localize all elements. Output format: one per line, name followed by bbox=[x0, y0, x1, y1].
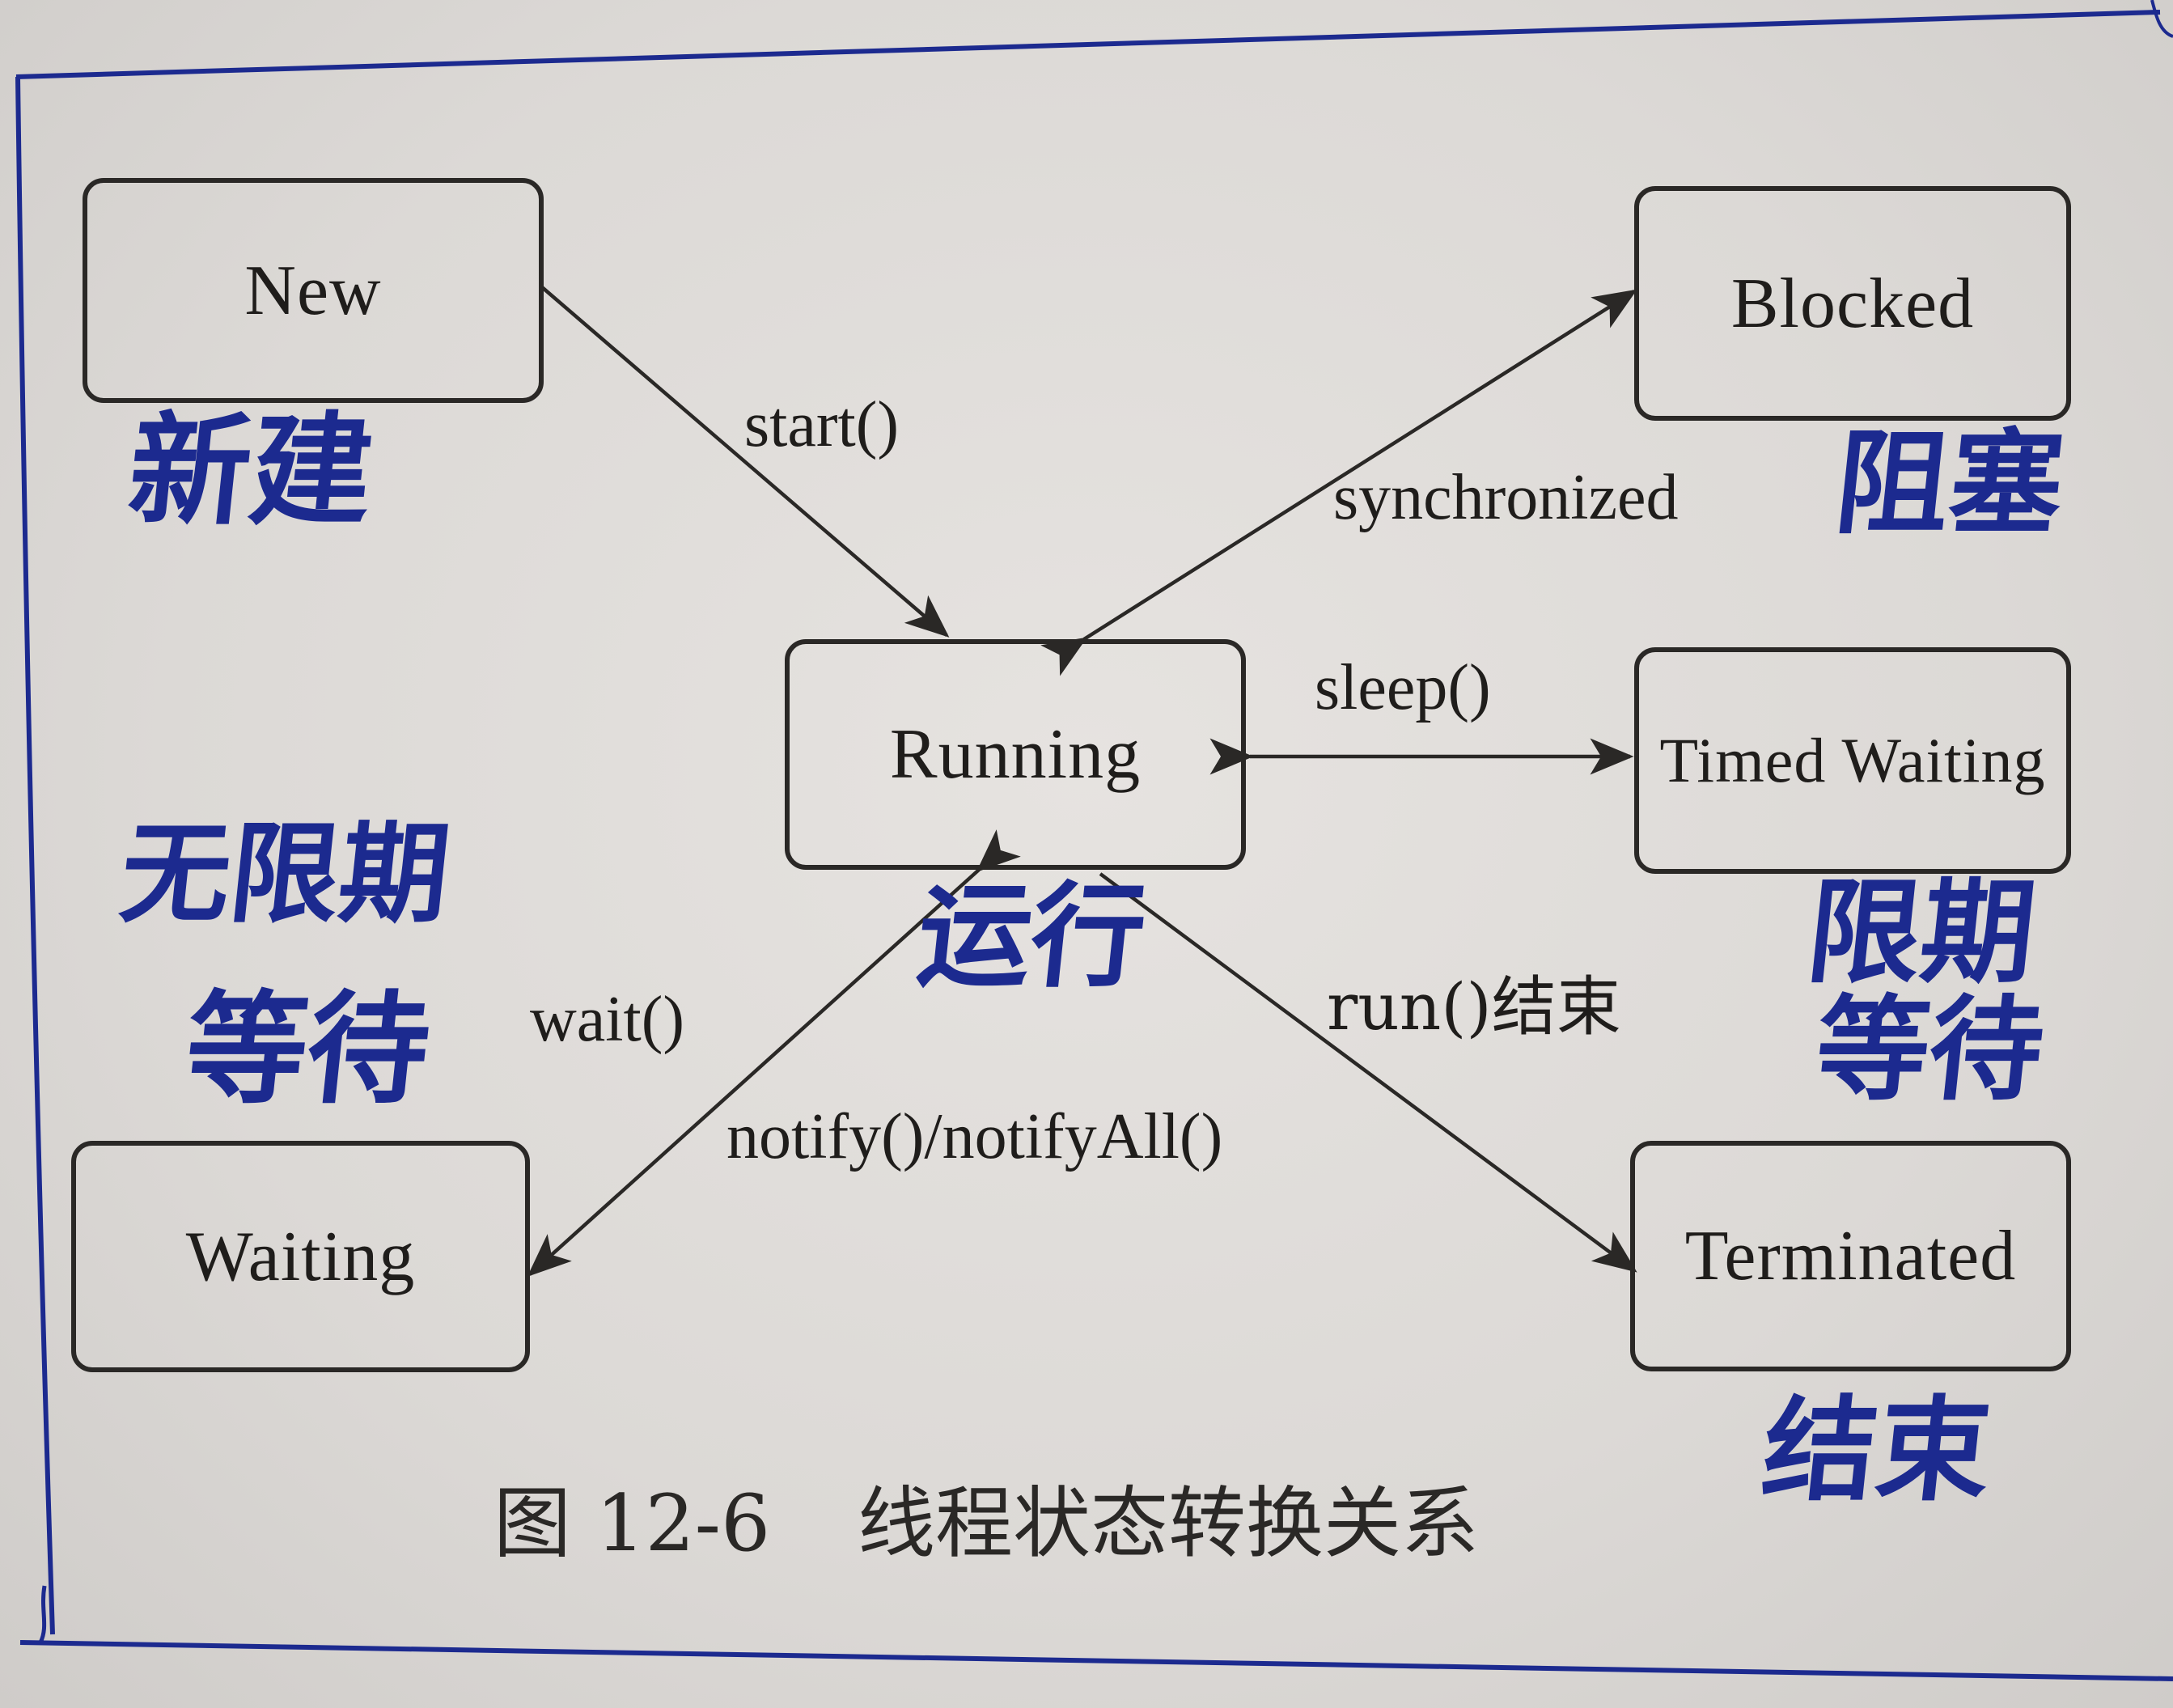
arrow-new-to-running bbox=[540, 286, 950, 638]
annotation-waiting-line1: 无限期 bbox=[114, 811, 456, 938]
annotation-timed-waiting-line1: 限期 bbox=[1801, 867, 2042, 999]
state-waiting: Waiting bbox=[71, 1141, 530, 1372]
label-sleep: sleep() bbox=[1315, 652, 1491, 723]
annotation-new: 新建 bbox=[121, 401, 380, 542]
annotation-terminated: 结束 bbox=[1756, 1385, 1997, 1517]
state-terminated: Terminated bbox=[1630, 1141, 2071, 1371]
label-wait: wait() bbox=[530, 984, 685, 1055]
annotation-running: 运行 bbox=[911, 871, 1152, 1003]
arrow-running-to-terminated bbox=[1099, 872, 1637, 1273]
annotation-timed-waiting-line2: 等待 bbox=[1809, 985, 2050, 1117]
figure-caption: 线程状态转换关系 bbox=[858, 1478, 1479, 1569]
state-new: New bbox=[83, 178, 544, 403]
annotation-blocked: 阻塞 bbox=[1829, 418, 2070, 550]
arrow-running-to-blocked bbox=[1040, 289, 1637, 676]
label-start: start() bbox=[744, 389, 900, 460]
state-timed-waiting: Timed Waiting bbox=[1634, 647, 2071, 874]
state-blocked: Blocked bbox=[1634, 186, 2071, 421]
state-running: Running bbox=[785, 639, 1246, 870]
annotation-waiting-line2: 等待 bbox=[178, 980, 437, 1121]
label-run-end: run()结束 bbox=[1327, 969, 1621, 1045]
label-synchronized: synchronized bbox=[1333, 462, 1679, 533]
figure-number: 图 12-6 bbox=[493, 1478, 771, 1569]
arrow-running-waiting bbox=[527, 829, 1021, 1278]
label-notify: notify()/notifyAll() bbox=[726, 1101, 1223, 1172]
